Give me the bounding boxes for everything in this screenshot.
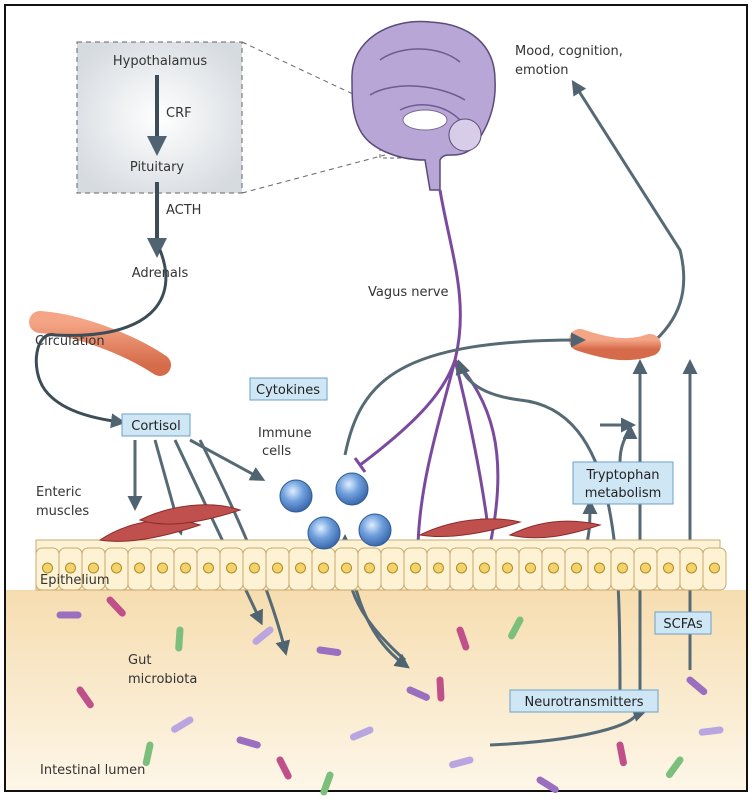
epithelial-cell-nucleus [502,562,513,574]
bacterium [508,616,524,640]
epithelial-cell-nucleus [617,562,628,574]
bacterium [449,756,474,769]
immune-cells [279,472,392,550]
tryptophan-box [572,461,674,505]
cytokines-label: Cytokines [256,383,320,398]
gut-microbes [56,596,724,796]
epithelial-cell-nucleus [341,562,352,574]
bacterium [349,726,374,741]
pituitary-label: Pituitary [130,160,185,175]
epithelium-label: Epithelium [40,573,110,588]
epithelial-cell-nucleus [134,562,145,574]
mood-label-line1: Mood, cognition, [515,44,623,59]
cytokines-box [249,377,328,401]
enteric-muscles-label-line1: Enteric [36,485,82,500]
epithelial-cell-nucleus [709,562,720,574]
scfas-box [654,611,712,635]
epithelial-cell-nucleus [65,562,76,574]
epithelial-cell-nucleus [272,562,283,574]
bacterium [686,676,708,696]
adrenals-label: Adrenals [132,266,189,281]
bacterium [142,741,154,767]
bacterium [252,626,274,645]
cortisol-label: Cortisol [131,419,180,434]
epithelial-cell-nucleus [203,562,214,574]
epithelial-cell-nucleus [318,562,329,574]
epithelial-cell-nucleus [548,562,559,574]
epithelial-cell-nucleus [364,562,375,574]
hypothalamus-label: Hypothalamus [113,54,207,69]
bacterium [536,776,559,794]
immune-cells-label-line1: Immune [258,426,312,441]
bacterium [698,726,724,736]
bacterium [106,596,126,617]
enteric-muscle-fibers [98,504,602,542]
epithelial-cell-nucleus [111,562,122,574]
bacterium [171,716,194,733]
epithelial-cell-nucleus [456,562,467,574]
gut-microbiota-label-line2: microbiota [128,672,197,687]
epithelial-cell-nucleus [479,562,490,574]
neurotransmitters-box [509,689,659,713]
bacterium [436,676,445,702]
tryptophan-label-line1: Tryptophan [585,468,659,483]
epithelial-cell-nucleus [249,562,260,574]
zoom-line-top [241,41,356,96]
bacterium [320,771,334,796]
epithelial-cell-nucleus [525,562,536,574]
epithelial-cell-nucleus [571,562,582,574]
scfas-label: SCFAs [663,617,703,632]
immune-cell [279,479,313,513]
neurotransmitters-label: Neurotransmitters [525,695,644,710]
epithelial-cell-nucleus [180,562,191,574]
epithelial-cells [35,547,727,591]
intestinal-lumen-label: Intestinal lumen [40,763,145,778]
crf-label: CRF [166,106,192,121]
immune-cell [307,516,341,550]
epithelial-cell-nucleus [663,562,674,574]
mood-arrow [571,79,686,347]
acth-label: ACTH [166,203,201,218]
epithelial-cell-nucleus [410,562,421,574]
bacterium [616,741,627,767]
bacterium [406,686,430,701]
cortisol-box [121,413,191,437]
epithelial-cell-nucleus [157,562,168,574]
epithelial-cell-nucleus [433,562,444,574]
epithelial-cell-nucleus [387,562,398,574]
bacterium [665,756,684,779]
bacterium [76,686,94,709]
immune-cells-label-line2: cells [262,444,291,459]
epithelial-cell-nucleus [640,562,651,574]
gut-microbiota-label-line1: Gut [128,653,151,668]
epithelial-cell-nucleus [594,562,605,574]
epithelial-cell-nucleus [686,562,697,574]
epithelial-cell-nucleus [295,562,306,574]
immune-cell [335,472,369,506]
bacterium [175,626,184,652]
bacterium [236,736,261,749]
circulation-label: Circulation [35,334,105,349]
vagus-nerve-label: Vagus nerve [368,285,449,300]
brain-illustration [351,20,496,191]
bacterium [316,646,342,657]
epithelial-cell-nucleus [88,562,99,574]
bacterium [456,626,470,651]
bacterium [276,756,292,780]
epithelial-cell-nucleus [42,562,53,574]
enteric-muscles-label-line2: muscles [36,504,89,519]
mood-label-line2: emotion [515,63,569,78]
right-blood-vessel [569,329,661,361]
left-blood-vessel [29,311,171,376]
hpa-zoom-box [76,41,243,194]
tryptophan-label-line2: metabolism [585,486,662,501]
adrenals-to-cortisol-arrow [34,249,168,429]
zoom-line-bottom [241,154,386,194]
immune-cell [358,513,392,547]
epithelial-cell-nucleus [226,562,237,574]
